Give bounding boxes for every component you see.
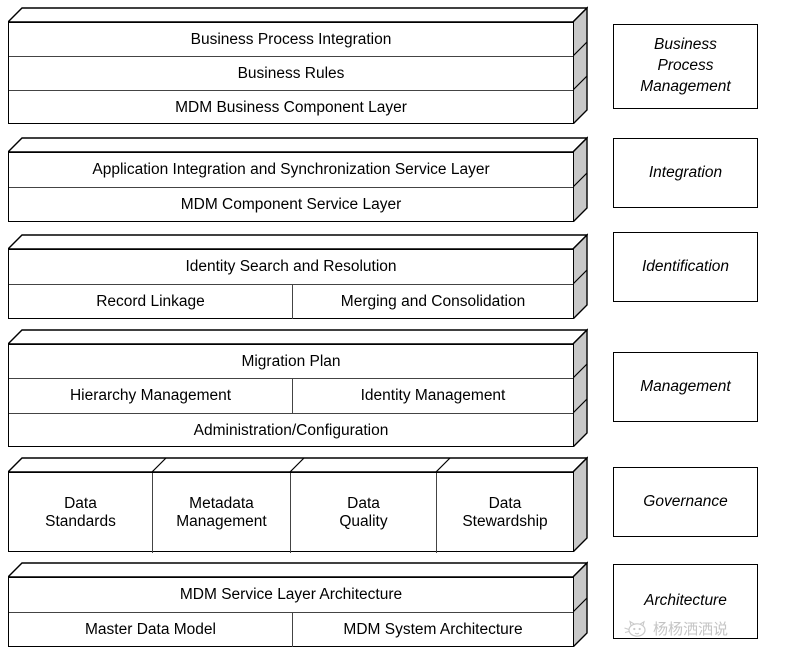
layer-cell[interactable]: Data Quality	[291, 473, 437, 553]
block-front-face: Identity Search and Resolution Record Li…	[8, 249, 574, 319]
layer-cell[interactable]: Master Data Model	[9, 613, 293, 647]
block-front-face: MDM Service Layer Architecture Master Da…	[8, 577, 574, 647]
category-label-identification[interactable]: Identification	[613, 232, 758, 302]
layer-cell[interactable]: Record Linkage	[9, 285, 293, 319]
layer-row: MDM Business Component Layer	[9, 91, 573, 124]
layer-cell[interactable]: Data Stewardship	[462, 495, 548, 530]
layer-block-integration: Application Integration and Synchronizat…	[8, 136, 588, 222]
category-label-integration[interactable]: Integration	[613, 138, 758, 208]
category-label-management[interactable]: Management	[613, 352, 758, 422]
layer-cell[interactable]: MDM Business Component Layer	[175, 98, 407, 116]
layer-block-management: Migration Plan Hierarchy Management Iden…	[8, 328, 588, 447]
layer-row: Application Integration and Synchronizat…	[9, 153, 573, 188]
layer-cell[interactable]: Merging and Consolidation	[340, 293, 526, 311]
layer-row: Administration/Configuration	[9, 414, 573, 448]
block-front-face: Application Integration and Synchronizat…	[8, 152, 574, 222]
layer-block-governance: Data Standards Metadata Management Data …	[8, 456, 588, 553]
layer-block-business-process-management: Business Process Integration Business Ru…	[8, 6, 588, 124]
layer-row: Business Rules	[9, 57, 573, 91]
layer-row: Identity Search and Resolution	[9, 250, 573, 285]
category-label-business-process-management[interactable]: Business Process Management	[613, 24, 758, 109]
layer-row: Business Process Integration	[9, 23, 573, 57]
layer-cell[interactable]: Business Process Integration	[190, 30, 392, 48]
layer-cell[interactable]: Migration Plan	[241, 352, 341, 370]
block-front-face: Migration Plan Hierarchy Management Iden…	[8, 344, 574, 447]
layer-cell[interactable]: Identity Search and Resolution	[185, 258, 397, 276]
category-label-architecture[interactable]: Architecture	[613, 564, 758, 639]
layer-row: Hierarchy Management Identity Management	[9, 379, 573, 414]
layer-cell[interactable]: MDM Service Layer Architecture	[179, 586, 403, 604]
layer-row: Data Standards Metadata Management Data …	[9, 473, 573, 553]
layer-row: MDM Service Layer Architecture	[9, 578, 573, 613]
layer-cell[interactable]: Administration/Configuration	[193, 422, 389, 440]
category-label-governance[interactable]: Governance	[613, 467, 758, 537]
layer-cell[interactable]: MDM Component Service Layer	[180, 196, 402, 214]
layer-cell[interactable]: Identity Management	[360, 387, 506, 405]
layer-block-architecture: MDM Service Layer Architecture Master Da…	[8, 561, 588, 647]
layer-cell[interactable]: Business Rules	[237, 64, 345, 82]
layer-cell[interactable]: MDM System Architecture	[343, 621, 523, 639]
layer-row: Record Linkage Merging and Consolidation	[9, 285, 573, 319]
layer-cell[interactable]: Hierarchy Management	[9, 379, 293, 413]
block-front-face: Data Standards Metadata Management Data …	[8, 472, 574, 553]
block-front-face: Business Process Integration Business Ru…	[8, 22, 574, 124]
layer-cell[interactable]: Application Integration and Synchronizat…	[92, 161, 490, 179]
layer-row: MDM Component Service Layer	[9, 188, 573, 222]
layer-row: Master Data Model MDM System Architectur…	[9, 613, 573, 647]
layer-cell[interactable]: Metadata Management	[153, 473, 291, 553]
layer-cell[interactable]: Data Standards	[9, 473, 153, 553]
layer-block-identification: Identity Search and Resolution Record Li…	[8, 233, 588, 319]
layer-row: Migration Plan	[9, 345, 573, 379]
